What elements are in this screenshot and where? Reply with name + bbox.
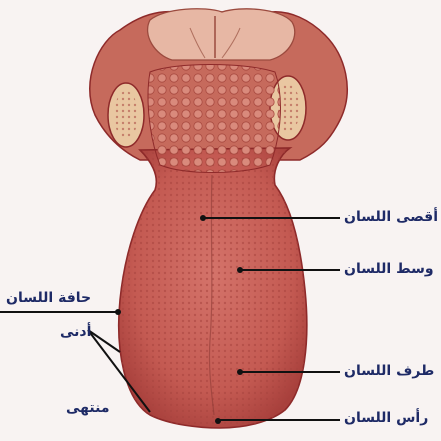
- label-front-of-tongue: طرف اللسان: [344, 363, 434, 379]
- label-nearer: أدنى: [60, 324, 91, 340]
- label-back-of-tongue: أقصى اللسان: [344, 209, 438, 225]
- lingual-tonsil: [148, 65, 280, 173]
- label-middle-of-tongue: وسط اللسان: [344, 261, 434, 277]
- epiglottis: [148, 9, 295, 60]
- label-edge-of-tongue: حافة اللسان: [6, 290, 91, 306]
- label-tip-of-tongue: رأس اللسان: [344, 410, 428, 426]
- label-end: منتهى: [66, 400, 110, 416]
